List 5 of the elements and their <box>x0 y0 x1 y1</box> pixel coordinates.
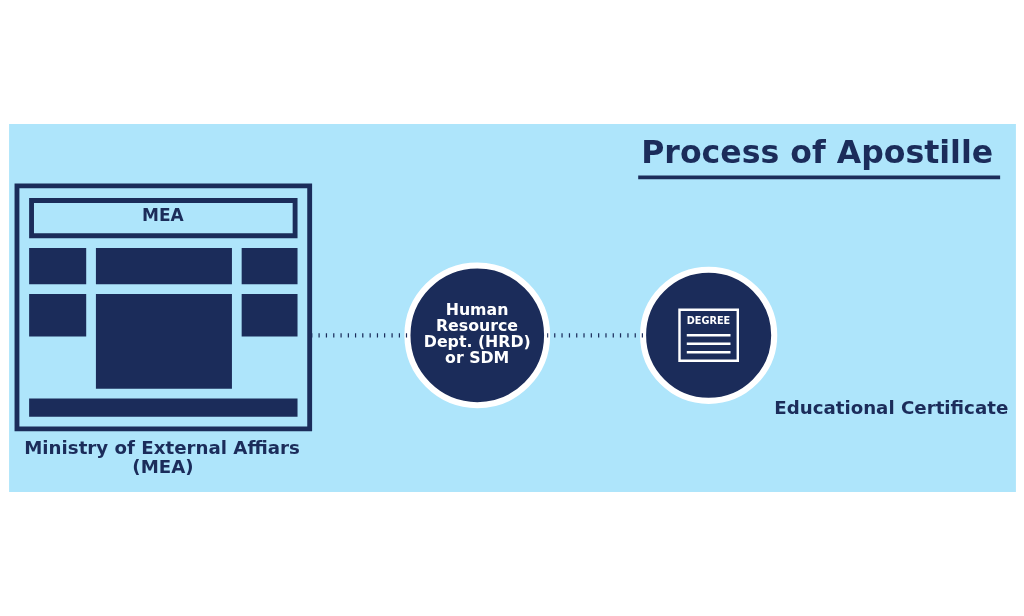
diagram-title: Process of Apostille <box>640 134 993 171</box>
connector <box>546 333 643 338</box>
node-circle: DEGREE <box>639 266 777 404</box>
node-label: Ministry of External Affiars (MEA) <box>23 437 300 477</box>
node-circle: Human Resource Dept. (HRD) or SDM <box>403 262 550 409</box>
